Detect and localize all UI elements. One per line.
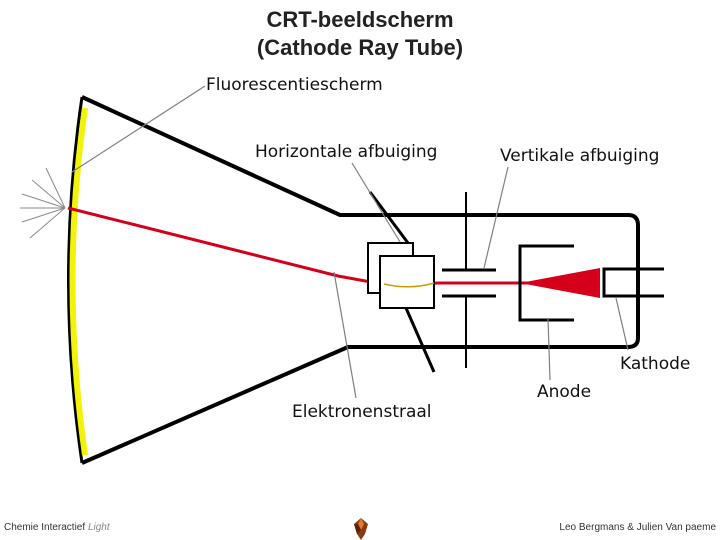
beam-cone bbox=[520, 268, 600, 298]
label-horizontal-deflection: Horizontale afbuiging bbox=[255, 142, 437, 162]
emission-rays bbox=[20, 167, 66, 239]
label-cathode: Kathode bbox=[620, 354, 690, 374]
label-vertical-deflection: Vertikale afbuiging bbox=[500, 146, 659, 166]
leader-lines bbox=[71, 85, 629, 399]
beam-through-plates bbox=[383, 282, 435, 288]
leader-beam bbox=[333, 271, 357, 399]
leader-vertical bbox=[483, 166, 509, 269]
footer-left-text: Chemie Interactief bbox=[4, 522, 86, 533]
leader-cathode bbox=[615, 297, 629, 351]
footer-credit-right: Leo Bergmans & Julien Van paeme bbox=[559, 522, 716, 533]
cathode bbox=[602, 267, 664, 298]
horizontal-plate-bottom bbox=[404, 307, 436, 373]
screen-glass bbox=[67, 96, 84, 464]
horizontal-plate-front bbox=[379, 255, 435, 309]
footer-credit-left: Chemie Interactief Light bbox=[4, 522, 110, 533]
label-anode: Anode bbox=[537, 382, 591, 402]
footer-left-light: Light bbox=[87, 522, 110, 533]
leader-horizontal bbox=[351, 162, 401, 243]
leader-screen bbox=[71, 85, 206, 173]
leader-anode bbox=[547, 317, 551, 381]
diagram-title-line1: CRT-beeldscherm bbox=[266, 7, 454, 32]
horizontal-plate-top bbox=[368, 191, 410, 244]
diagram-title-line2: (Cathode Ray Tube) bbox=[256, 35, 464, 60]
tube-outline bbox=[81, 95, 640, 465]
fluorescent-screen bbox=[69, 107, 88, 456]
label-fluorescent-screen: Fluorescentiescherm bbox=[206, 75, 383, 95]
label-electron-beam: Elektronenstraal bbox=[292, 402, 432, 422]
chemistry-logo-icon bbox=[354, 518, 368, 540]
anode bbox=[518, 244, 574, 322]
